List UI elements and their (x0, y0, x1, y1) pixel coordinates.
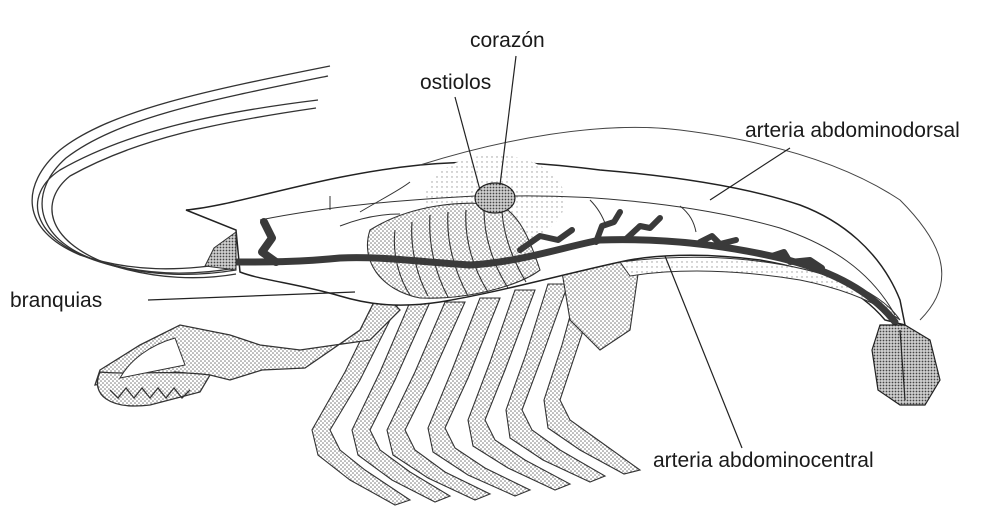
label-gills: branquias (10, 290, 102, 311)
leader-gills (148, 292, 355, 300)
label-heart: corazón (470, 30, 545, 51)
heart (475, 183, 515, 213)
gills (367, 203, 540, 298)
label-central-artery: arteria abdominocentral (653, 450, 874, 471)
tail-fan (872, 325, 940, 405)
leader-central-artery (665, 256, 742, 448)
label-ostioles: ostiolos (420, 72, 491, 93)
label-dorsal-artery: arteria abdominodorsal (745, 120, 960, 141)
antenna-base (205, 232, 236, 270)
